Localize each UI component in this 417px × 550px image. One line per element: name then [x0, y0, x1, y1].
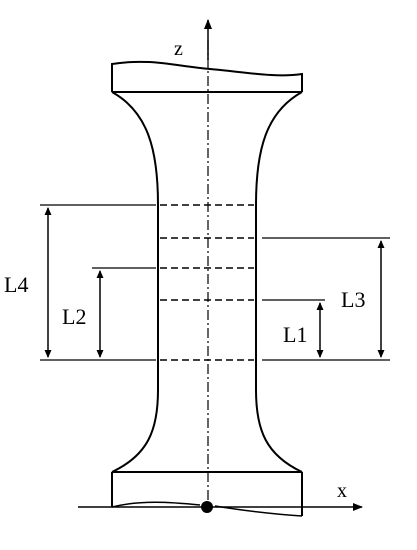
top-cap-outline — [111, 60, 303, 92]
z-axis-label: z — [174, 38, 183, 60]
extension-lines — [40, 204, 390, 361]
dim-label-l1: L1 — [283, 322, 307, 347]
dimension-arrows — [44, 207, 385, 358]
right-profile-curve — [255, 91, 303, 473]
origin-point — [201, 501, 213, 513]
dim-label-l4: L4 — [4, 272, 28, 297]
x-axis-label: x — [337, 480, 347, 502]
top-end-cap — [111, 60, 303, 93]
section-lines — [160, 204, 254, 361]
specimen-profile — [111, 91, 303, 473]
dim-label-l2: L2 — [62, 304, 86, 329]
bottom-cap-break-line-left — [111, 501, 201, 508]
left-profile-curve — [111, 91, 159, 473]
dim-label-l3: L3 — [341, 287, 365, 312]
